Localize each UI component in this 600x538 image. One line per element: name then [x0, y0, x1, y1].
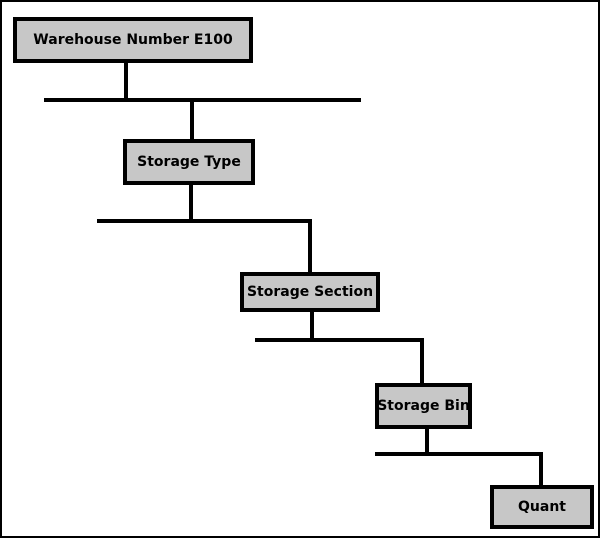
node-storage-section-label: Storage Section — [246, 284, 374, 300]
connector-storage-type-down — [189, 185, 193, 223]
node-storage-section: Storage Section — [240, 272, 380, 312]
connector-to-storage-bin — [420, 342, 424, 383]
node-warehouse-number-label: Warehouse Number E100 — [33, 32, 233, 48]
connector-to-storage-type — [190, 102, 194, 139]
connector-storage-section-down — [310, 312, 314, 342]
node-warehouse-number: Warehouse Number E100 — [13, 17, 253, 63]
branch-line-level-3 — [255, 338, 424, 342]
connector-to-quant — [539, 456, 543, 485]
node-storage-type: Storage Type — [123, 139, 255, 185]
branch-line-level-4 — [375, 452, 543, 456]
node-storage-type-label: Storage Type — [137, 154, 241, 170]
node-quant-label: Quant — [518, 499, 566, 515]
node-storage-bin-label: Storage Bin — [377, 398, 470, 414]
branch-line-level-2 — [97, 219, 312, 223]
node-quant: Quant — [490, 485, 594, 529]
node-storage-bin: Storage Bin — [375, 383, 472, 429]
connector-storage-bin-down — [425, 429, 429, 456]
connector-warehouse-down — [124, 63, 128, 102]
branch-line-level-1 — [44, 98, 361, 102]
connector-to-storage-section — [308, 223, 312, 272]
